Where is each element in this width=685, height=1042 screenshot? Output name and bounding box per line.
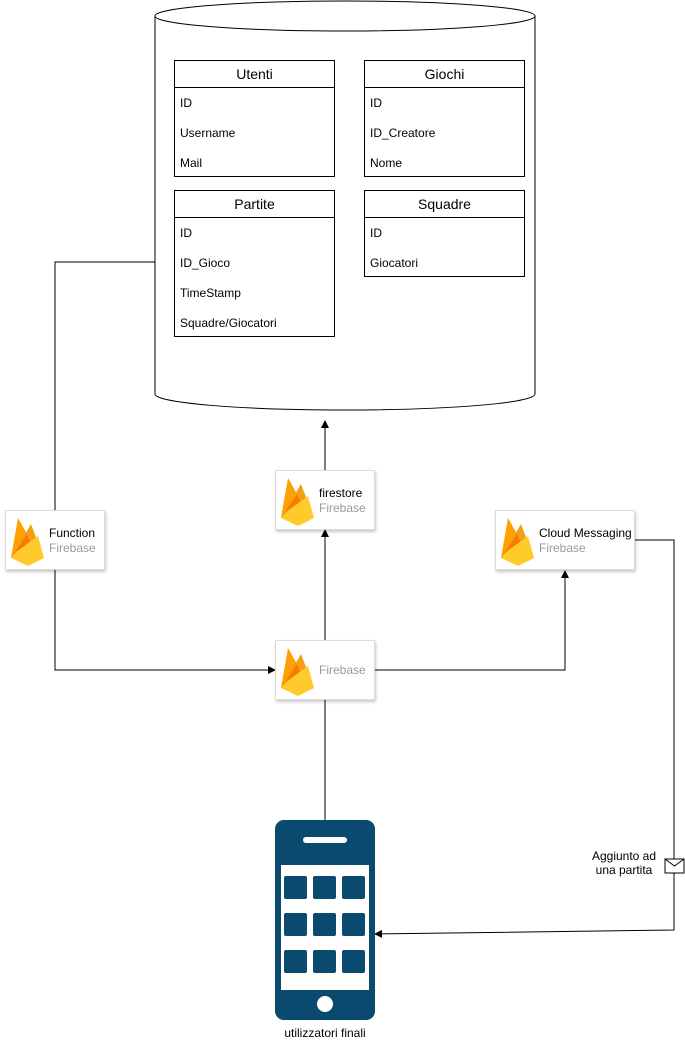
table-field: ID xyxy=(370,226,382,240)
table-field: Giocatori xyxy=(370,256,419,270)
service-name: firestore xyxy=(319,486,363,500)
table-giochi: Giochi ID ID_Creatore Nome xyxy=(364,60,525,177)
table-field: ID xyxy=(180,226,192,240)
firebase-flame-icon xyxy=(281,648,314,696)
table-title: Utenti xyxy=(175,61,334,88)
firebase-node: Firebase xyxy=(275,640,375,700)
table-field: Nome xyxy=(370,156,403,170)
firestore-node: firestore Firebase xyxy=(275,470,375,530)
envelope-icon xyxy=(664,858,685,874)
service-name: Firebase xyxy=(319,663,366,677)
service-provider: Firebase xyxy=(49,541,96,555)
message-label-line1: Aggiunto ad xyxy=(591,849,657,863)
table-partite: Partite ID ID_Gioco TimeStamp Squadre/Gi… xyxy=(174,190,335,337)
connector-function-firebase xyxy=(51,563,276,674)
table-field: Mail xyxy=(180,156,203,170)
connector-cloud-messaging-device xyxy=(374,539,675,938)
service-name: Cloud Messaging xyxy=(539,526,632,540)
firebase-flame-icon xyxy=(281,478,314,526)
table-field: Username xyxy=(180,126,236,140)
table-field: Squadre/Giocatori xyxy=(180,316,277,330)
table-field: ID xyxy=(180,96,192,110)
firebase-flame-icon xyxy=(501,518,534,566)
table-field: ID_Creatore xyxy=(370,126,436,140)
table-squadre: Squadre ID Giocatori xyxy=(364,190,525,277)
table-field: ID xyxy=(370,96,382,110)
service-provider: Firebase xyxy=(319,501,366,515)
smartphone-icon xyxy=(275,820,375,1020)
firebase-flame-icon xyxy=(11,518,44,566)
table-title: Squadre xyxy=(365,191,524,218)
cloud-messaging-node: Cloud Messaging Firebase xyxy=(495,510,635,570)
table-field: TimeStamp xyxy=(180,286,241,300)
device-label: utilizzatori finali xyxy=(284,1026,366,1040)
service-provider: Firebase xyxy=(539,541,586,555)
message-label-line2: una partita xyxy=(595,863,653,877)
service-name: Function xyxy=(49,526,96,540)
function-node: Function Firebase xyxy=(5,510,105,570)
table-title: Giochi xyxy=(365,61,524,88)
table-utenti: Utenti ID Username Mail xyxy=(174,60,335,177)
connector-function-database xyxy=(54,261,155,510)
message-label: Aggiunto ad una partita xyxy=(586,849,662,877)
table-field: ID_Gioco xyxy=(180,256,231,270)
table-title: Partite xyxy=(175,191,334,218)
connector-firebase-cloud-messaging xyxy=(368,570,569,674)
